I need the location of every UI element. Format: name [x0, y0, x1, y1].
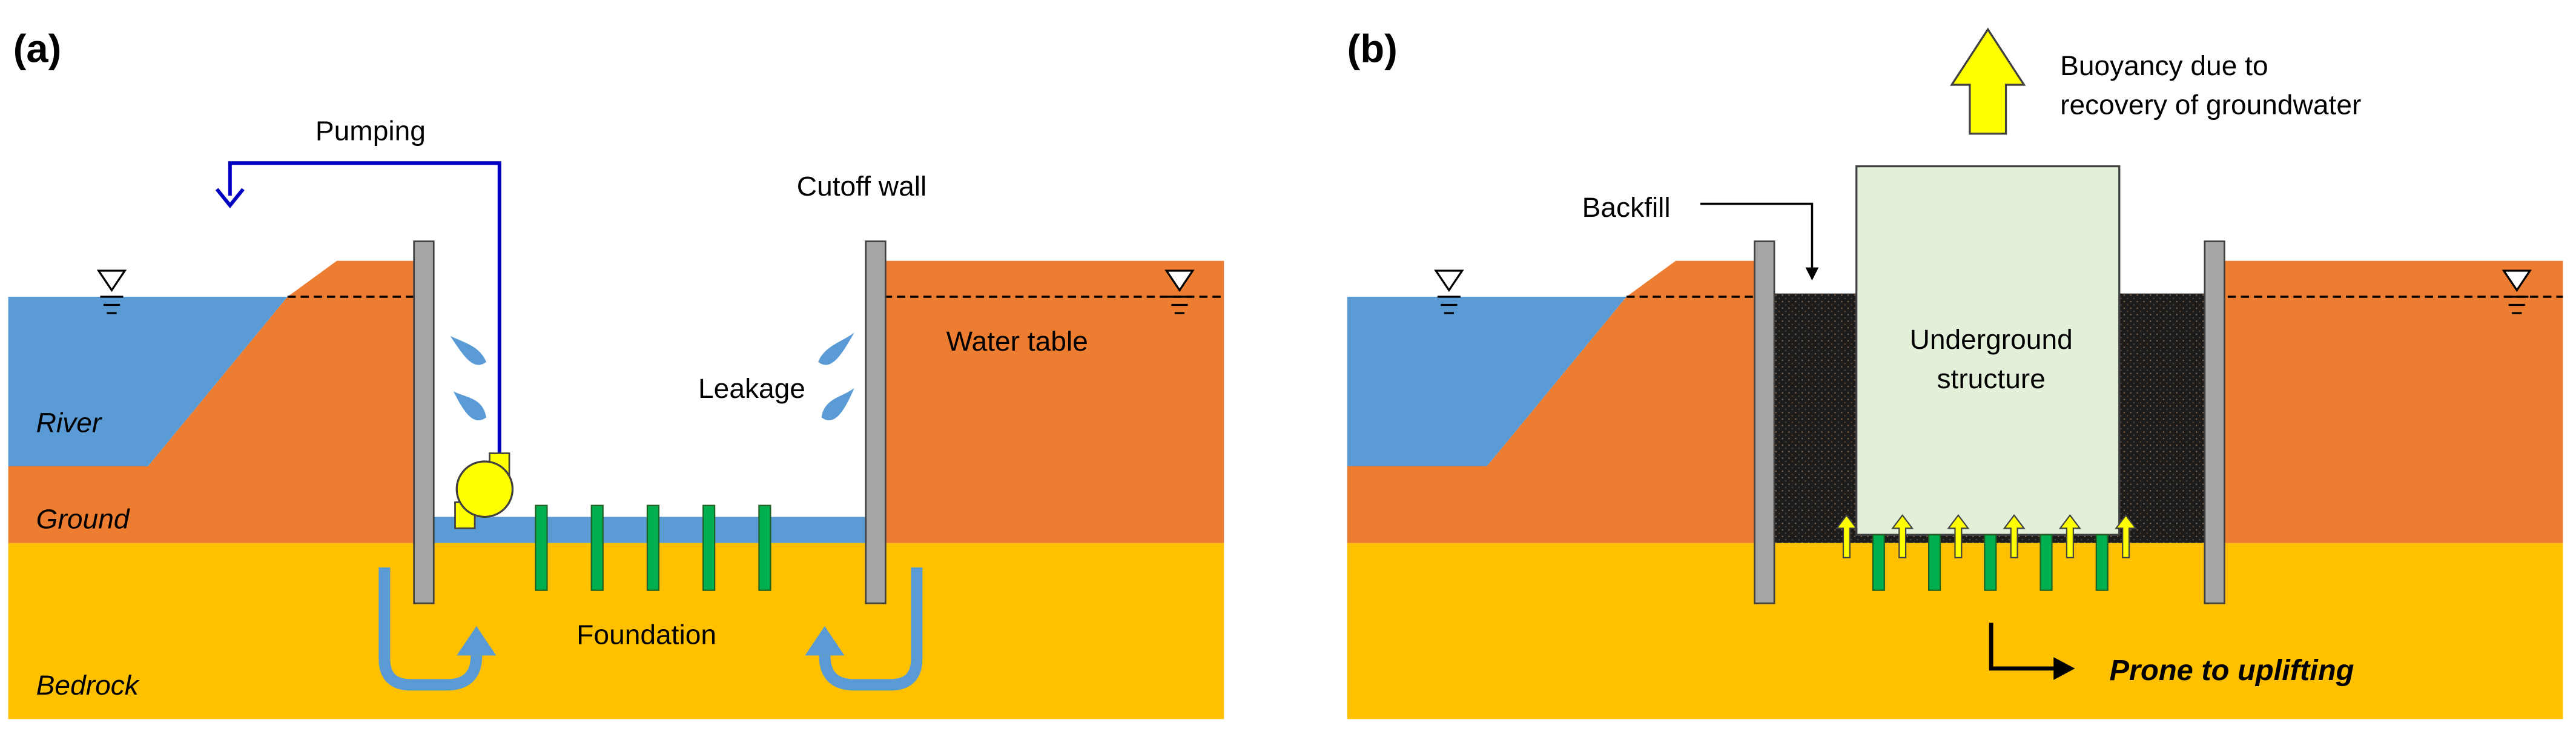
pumping-label: Pumping — [315, 115, 426, 147]
river-water — [1347, 297, 1627, 467]
pile — [2039, 534, 2053, 591]
water-table-label: Water table — [946, 325, 1088, 357]
prone-label: Prone to uplifting — [2110, 654, 2354, 687]
pile — [646, 504, 660, 591]
backfill-label: Backfill — [1582, 191, 1671, 223]
pump-icon — [454, 452, 514, 529]
leakage-drops-right — [818, 332, 854, 421]
ground-left — [1347, 260, 1766, 543]
panel-b: (b) — [1347, 27, 2563, 719]
bedrock-layer — [1347, 543, 2563, 719]
uplift-arrow — [2058, 514, 2081, 558]
bedrock-layer — [8, 543, 1224, 719]
ground-right — [865, 260, 1224, 543]
water-level-symbol-left — [96, 269, 127, 314]
panel-a-label: (a) — [13, 27, 62, 71]
panel-b-label: (b) — [1347, 27, 1398, 71]
buoyancy-label-line1: Buoyancy due to — [2060, 50, 2268, 81]
seepage-arrow-left — [378, 567, 483, 691]
structure-label-line2: structure — [1937, 363, 2045, 394]
buoyancy-label-line2: recovery of groundwater — [2060, 89, 2361, 121]
seepage-arrow-right — [819, 567, 923, 691]
pile — [535, 504, 548, 591]
pile — [1872, 534, 1885, 591]
pile — [702, 504, 716, 591]
pumping-pipe — [228, 161, 501, 463]
uplift-arrow — [2115, 514, 2138, 558]
uplift-arrow — [1891, 514, 1914, 558]
pile — [1927, 534, 1941, 591]
pile — [1984, 534, 1997, 591]
water-level-symbol-right — [2502, 269, 2532, 314]
ground-right — [2209, 260, 2563, 543]
buoyancy-arrow-icon — [1950, 27, 2026, 135]
prone-arrowhead — [2053, 657, 2075, 680]
structure-label-line1: Underground — [1910, 323, 2073, 355]
uplift-arrow — [1947, 514, 1970, 558]
leakage-label: Leakage — [698, 372, 805, 404]
river-water — [8, 297, 288, 467]
uplift-arrow — [1835, 514, 1858, 558]
bedrock-label: Bedrock — [36, 669, 140, 701]
backfill-leader — [1700, 202, 1819, 281]
cutoff-wall-right — [2204, 240, 2225, 604]
ground-label: Ground — [36, 503, 130, 535]
foundation-label: Foundation — [576, 619, 716, 650]
seepage-arrowhead-right — [805, 626, 845, 656]
pile — [758, 504, 771, 591]
pile — [2095, 534, 2109, 591]
ground-left — [8, 260, 424, 543]
water-level-symbol-right — [1164, 269, 1195, 314]
pumping-arrowhead — [215, 188, 245, 208]
panel-a: (a) — [8, 27, 1224, 719]
cutoff-wall-right — [865, 240, 887, 604]
cutoff-wall-label: Cutoff wall — [797, 170, 926, 202]
pile — [590, 504, 604, 591]
underground-structure — [1855, 165, 2121, 536]
cutoff-wall-left — [1754, 240, 1775, 604]
leakage-drops-left — [450, 335, 487, 421]
water-level-symbol-left — [1434, 269, 1464, 314]
prone-arrow — [1989, 623, 2062, 671]
foundation-piles — [535, 504, 771, 591]
seepage-arrowhead-left — [457, 626, 497, 656]
uplift-arrows — [1835, 514, 2138, 558]
foundation-piles — [1872, 534, 2109, 591]
cutoff-wall-left — [413, 240, 435, 604]
uplift-arrow — [2003, 514, 2026, 558]
river-label: River — [36, 407, 102, 438]
